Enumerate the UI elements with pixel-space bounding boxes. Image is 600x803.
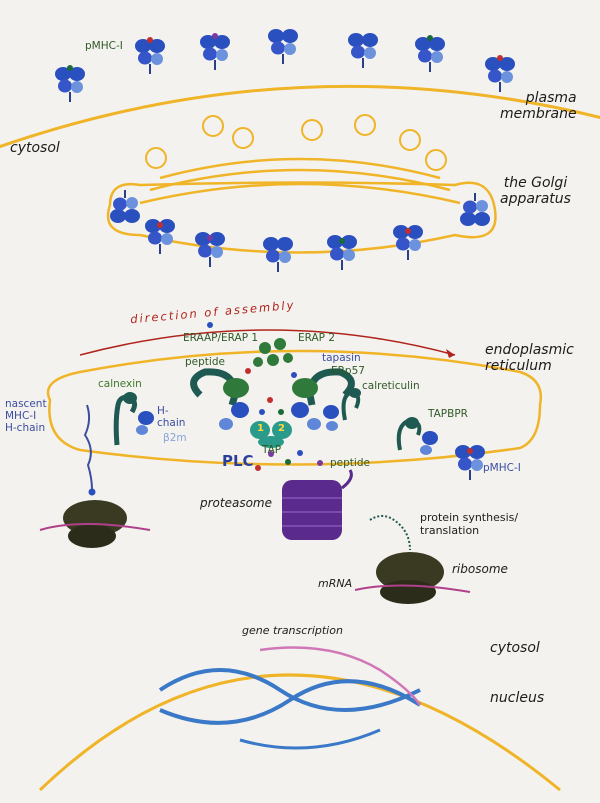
plc-label: PLC	[222, 452, 254, 470]
ribosome-right	[354, 515, 471, 604]
cytosol-top-label: cytosol	[10, 140, 60, 156]
erp57-label: ERp57	[331, 365, 365, 377]
surface-pmhc-7	[484, 55, 516, 93]
mrna-label: mRNA	[318, 577, 353, 590]
er-pmhc	[454, 444, 486, 481]
surface-pmhc-4	[267, 28, 299, 65]
tapbpr-label: TAPBPR	[428, 408, 468, 420]
proteasome-label: proteasome	[200, 496, 272, 510]
surface-pmhc-6	[414, 35, 446, 73]
calnexin-label: calnexin	[98, 378, 142, 390]
nucleus-label: nucleus	[490, 690, 545, 706]
erap1-label: ERAAP/ERAP 1	[183, 332, 259, 344]
tap1-label: 1	[257, 423, 264, 434]
plasma-membrane	[0, 84, 600, 149]
pmhc-er-label: pMHC-I	[483, 462, 521, 474]
er-membrane	[46, 349, 543, 466]
tap2-label: 2	[278, 423, 285, 434]
tapbpr-complex	[396, 417, 438, 455]
proteasome	[282, 469, 353, 540]
golgi-pmhc	[109, 189, 491, 273]
nascent-chain	[83, 404, 93, 491]
direction-arrow	[79, 329, 456, 356]
calnexin-complex	[113, 392, 154, 446]
tap-label: TAP	[262, 444, 282, 456]
surface-pmhc-1	[54, 65, 86, 103]
peptide-top-label: peptide	[185, 356, 225, 368]
er-label: endoplasmic reticulum	[485, 342, 574, 375]
tapasin-label: tapasin	[322, 352, 361, 364]
calreticulin-label: calreticulin	[362, 380, 420, 392]
peptide-bottom-label: peptide	[330, 457, 370, 469]
surface-pmhc-2	[134, 37, 166, 75]
dna-helix	[158, 646, 422, 750]
golgi-label: the Golgi apparatus	[500, 175, 571, 208]
erap-aminopeptidases	[253, 338, 293, 367]
nuclear-envelope	[38, 673, 561, 792]
calreticulin	[323, 388, 361, 431]
protein-synthesis-label: protein synthesis/ translation	[420, 511, 519, 537]
plasma-membrane-label: plasma membrane	[500, 90, 577, 123]
surface-pmhc-5	[347, 32, 379, 69]
ribosome-left	[39, 500, 151, 548]
erap2-label: ERAP 2	[298, 332, 336, 344]
hchain-label: H- chain	[157, 405, 186, 430]
cytosol-bottom-label: cytosol	[490, 640, 540, 656]
golgi-apparatus	[106, 157, 497, 254]
nascent-label: nascent MHC-I H-chain	[5, 398, 47, 435]
ribosome-label: ribosome	[452, 562, 508, 576]
b2m-label: β2m	[163, 432, 187, 444]
peptides	[207, 322, 323, 471]
surface-pmhc-3	[199, 33, 231, 71]
gene-transcription-label: gene transcription	[242, 624, 343, 637]
pmhc-top-label: pMHC-I	[85, 40, 123, 52]
plc-complex	[190, 368, 355, 448]
